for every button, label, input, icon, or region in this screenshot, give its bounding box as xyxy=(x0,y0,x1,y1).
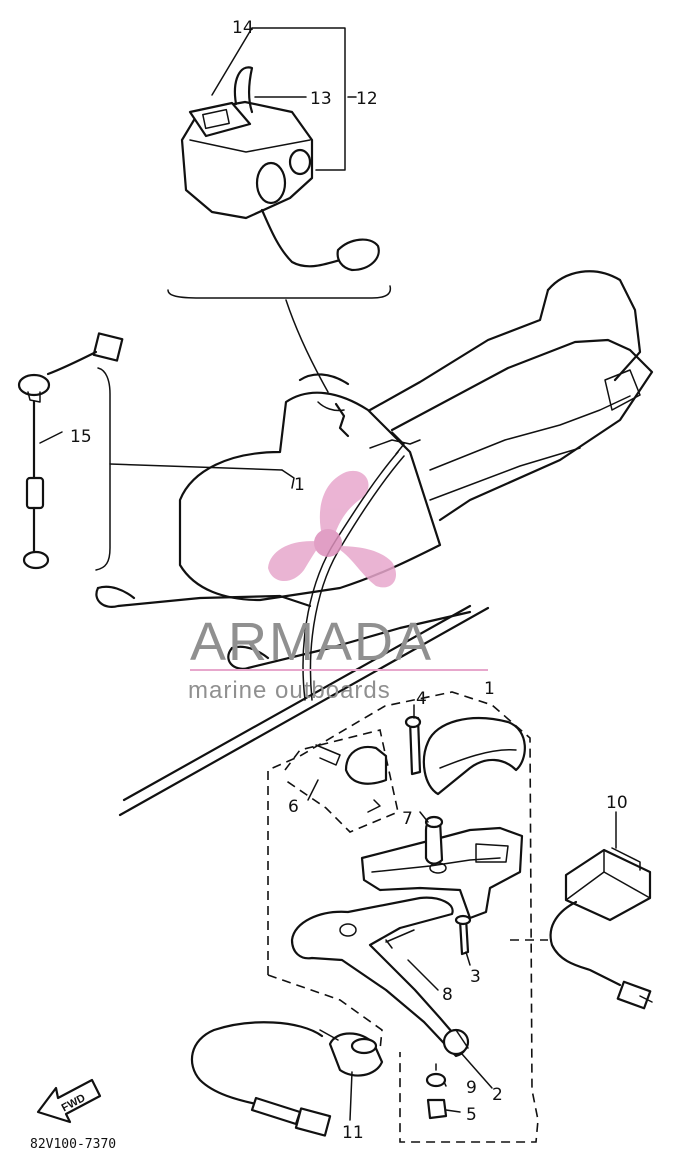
callout-1-upper: 1 xyxy=(294,475,305,495)
callout-3: 3 xyxy=(470,967,481,987)
callout-11: 11 xyxy=(342,1123,364,1143)
propeller-blade xyxy=(334,546,397,588)
callout-5: 5 xyxy=(466,1105,477,1125)
callout-9: 9 xyxy=(466,1078,477,1098)
propeller-hub xyxy=(314,529,342,557)
forward-direction-arrow: FWD xyxy=(36,1078,102,1124)
callout-labels: 14 13 12 15 1 1 4 6 7 10 3 8 2 9 5 11 xyxy=(70,18,628,1143)
propeller-logo xyxy=(268,470,397,588)
snowmobile-body xyxy=(95,270,654,817)
leader-lines xyxy=(307,704,617,1121)
switch-box-assembly xyxy=(167,27,392,393)
callout-1-lower: 1 xyxy=(484,679,495,699)
callout-2: 2 xyxy=(492,1085,503,1105)
armada-watermark: ARMADA marine outboards xyxy=(188,470,488,704)
subassembly-outlines xyxy=(267,691,548,1143)
propeller-blade xyxy=(319,470,369,540)
callout-6: 6 xyxy=(288,797,299,817)
diagram-code: 82V100-7370 xyxy=(30,1137,116,1152)
callout-13: 13 xyxy=(310,89,332,109)
brand-name: ARMADA xyxy=(190,612,433,672)
callout-4: 4 xyxy=(416,689,427,709)
throttle-lever-assembly xyxy=(190,715,653,1137)
callout-10: 10 xyxy=(606,793,628,813)
callout-15: 15 xyxy=(70,427,92,447)
callout-12: 12 xyxy=(356,89,378,109)
callout-8: 8 xyxy=(442,985,453,1005)
harness-connector-15 xyxy=(17,332,295,571)
propeller-blade xyxy=(268,541,322,582)
brand-tagline: marine outboards xyxy=(188,677,391,704)
callout-7: 7 xyxy=(402,809,413,829)
callout-14: 14 xyxy=(232,18,254,38)
